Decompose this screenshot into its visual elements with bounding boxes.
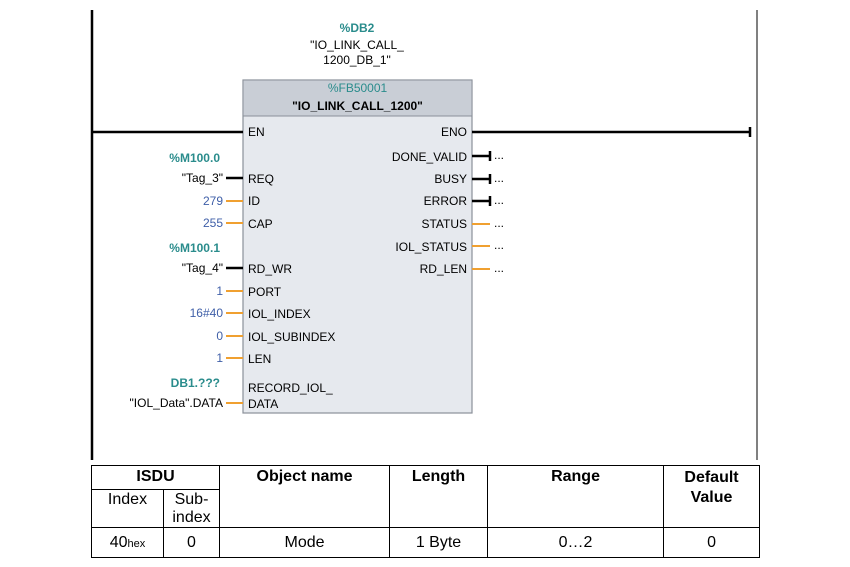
status-placeholder[interactable]: ... bbox=[494, 216, 505, 230]
pin-cap: CAP bbox=[248, 217, 273, 231]
header-subindex-line1: Sub- bbox=[174, 491, 209, 508]
instance-db-name-line1: "IO_LINK_CALL_ bbox=[310, 38, 404, 52]
req-value[interactable]: "Tag_3" bbox=[181, 171, 223, 185]
instance-db-name-line2: 1200_DB_1" bbox=[323, 53, 391, 67]
function-block[interactable] bbox=[242, 79, 473, 414]
port-value[interactable]: 1 bbox=[216, 284, 223, 298]
pin-record-iol-line1: RECORD_IOL_ bbox=[248, 381, 333, 395]
block-header bbox=[242, 79, 473, 117]
cell-index: 40hex bbox=[91, 527, 164, 558]
header-default-value: Default Value bbox=[663, 465, 761, 528]
header-index: Index bbox=[91, 489, 164, 528]
pin-eno: ENO bbox=[440, 125, 467, 139]
iol-subindex-value[interactable]: 0 bbox=[216, 329, 223, 343]
pin-iol-index: IOL_INDEX bbox=[248, 307, 311, 321]
pin-port: PORT bbox=[248, 285, 282, 299]
header-default-line1: Default bbox=[684, 469, 739, 486]
iol-index-value[interactable]: 16#40 bbox=[189, 306, 223, 320]
busy-placeholder[interactable]: ... bbox=[494, 171, 505, 185]
cell-object-name: Mode bbox=[219, 527, 391, 558]
fb-diagram bbox=[90, 10, 758, 460]
header-subindex: Sub- index bbox=[162, 489, 221, 528]
instance-db-address: %DB2 bbox=[339, 21, 375, 35]
cell-length: 1 Byte bbox=[389, 527, 489, 558]
header-isdu: ISDU bbox=[90, 465, 221, 490]
header-object-name: Object name bbox=[219, 465, 391, 528]
pin-iol-status: IOL_STATUS bbox=[395, 240, 467, 254]
cap-value[interactable]: 255 bbox=[202, 216, 223, 230]
pin-done-valid: DONE_VALID bbox=[391, 150, 467, 164]
pin-req: REQ bbox=[248, 172, 275, 186]
pin-busy: BUSY bbox=[434, 172, 467, 186]
len-value[interactable]: 1 bbox=[216, 351, 223, 365]
pin-status: STATUS bbox=[421, 217, 467, 231]
iol-status-placeholder[interactable]: ... bbox=[494, 238, 505, 252]
pin-error: ERROR bbox=[423, 194, 467, 208]
data-tag-address: DB1.??? bbox=[170, 376, 220, 390]
cell-index-value: 40 bbox=[109, 533, 128, 551]
pin-id: ID bbox=[248, 194, 260, 208]
header-range: Range bbox=[487, 465, 665, 528]
pin-iol-subindex: IOL_SUBINDEX bbox=[248, 330, 336, 344]
pin-data: DATA bbox=[248, 397, 279, 411]
done-valid-placeholder[interactable]: ... bbox=[494, 148, 505, 162]
block-address: %FB50001 bbox=[327, 81, 388, 95]
pin-len: LEN bbox=[248, 352, 272, 366]
pin-rd-wr: RD_WR bbox=[248, 262, 292, 276]
pin-en: EN bbox=[248, 125, 265, 139]
cell-default: 0 bbox=[663, 527, 761, 558]
error-placeholder[interactable]: ... bbox=[494, 193, 505, 207]
req-tag-address: %M100.0 bbox=[169, 151, 220, 165]
header-length: Length bbox=[389, 465, 489, 528]
rd-wr-tag-address: %M100.1 bbox=[169, 241, 220, 255]
table-header-row-2: Index Sub- index bbox=[91, 489, 760, 528]
rd-wr-value[interactable]: "Tag_4" bbox=[181, 261, 223, 275]
data-value[interactable]: "IOL_Data".DATA bbox=[129, 396, 223, 410]
header-subindex-line2: index bbox=[172, 509, 211, 526]
table-header-row-1: ISDU Object name Length Range Default Va… bbox=[90, 465, 761, 528]
id-value[interactable]: 279 bbox=[202, 194, 223, 208]
pin-rd-len: RD_LEN bbox=[419, 262, 467, 276]
table-row: 40hex 0 Mode 1 Byte 0…2 0 bbox=[91, 527, 761, 558]
rd-len-placeholder[interactable]: ... bbox=[494, 261, 505, 275]
block-name: "IO_LINK_CALL_1200" bbox=[292, 99, 423, 113]
cell-index-suffix: hex bbox=[127, 537, 146, 550]
isdu-table: ISDU Object name Length Range Default Va… bbox=[90, 465, 761, 558]
cell-range: 0…2 bbox=[487, 527, 665, 558]
cell-subindex: 0 bbox=[162, 527, 221, 558]
header-default-line2: Value bbox=[690, 489, 733, 506]
